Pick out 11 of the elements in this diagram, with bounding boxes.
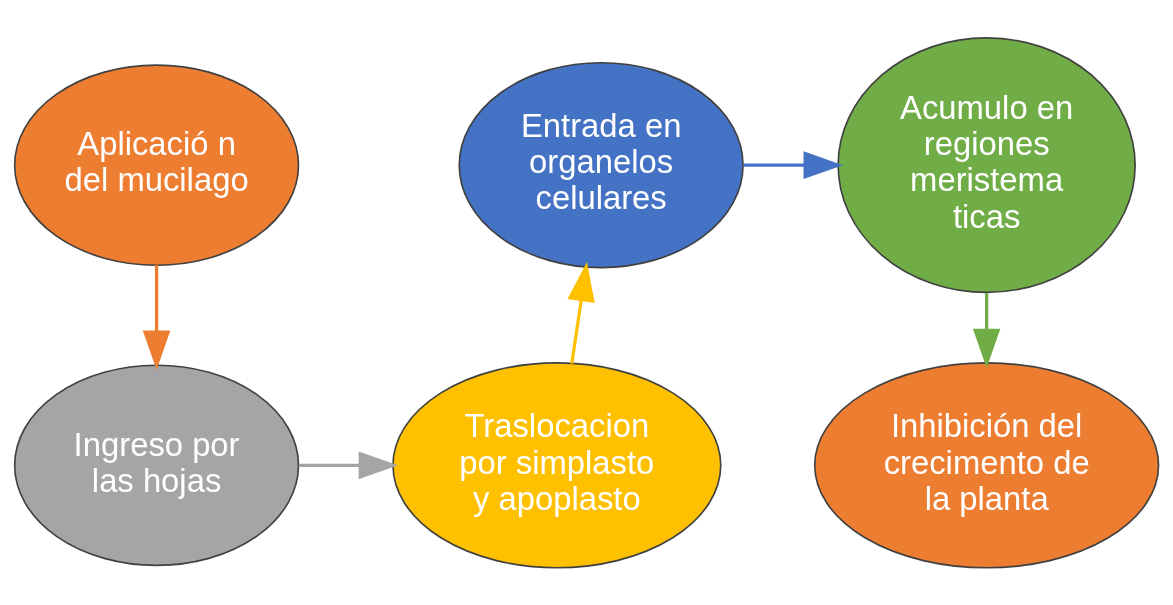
arrow xyxy=(298,451,399,480)
node-ellipse: Acumulo en regiones meristema ticas xyxy=(837,37,1136,294)
node-ellipse: Ingreso por las hojas xyxy=(13,364,300,567)
node-ellipse: Aplicació n del mucilago xyxy=(13,64,300,267)
node-ellipse: Traslocacion por simplasto y apoplasto xyxy=(392,362,722,569)
arrow xyxy=(743,151,843,179)
arrow xyxy=(972,293,1001,369)
arrow xyxy=(142,265,171,370)
node-ellipse: Inhibición del crecimento de la planta xyxy=(813,362,1160,569)
node-ellipse: Entrada en organelos celulares xyxy=(458,61,744,269)
arrow xyxy=(567,262,595,364)
